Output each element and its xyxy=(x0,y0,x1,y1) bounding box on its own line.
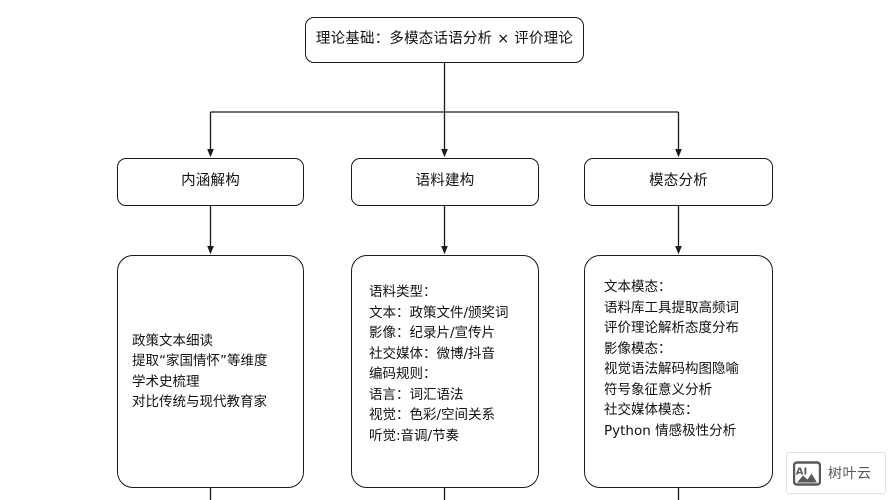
ai-image-icon: AI xyxy=(792,460,822,486)
detail-line: 影像：纪录片/宣传片 xyxy=(369,325,496,341)
node-branch-1-label: 内涵解构 xyxy=(181,173,240,190)
node-root[interactable]: 理论基础：多模态话语分析 × 评价理论 xyxy=(305,17,584,63)
node-detail-2[interactable]: 语料类型： 文本：政策文件/颁奖词 影像：纪录片/宣传片 社交媒体：微博/抖音 … xyxy=(351,255,539,488)
detail-line: 语言：词汇语法 xyxy=(369,386,464,403)
detail-line: 编码规则： xyxy=(369,366,437,382)
detail-1-lines: 政策文本细读 提取“家国情怀”等维度 学术史梳理 对比传统与现代教育家 xyxy=(118,331,303,413)
detail-line: Python 情感极性分析 xyxy=(604,422,737,439)
node-branch-1[interactable]: 内涵解构 xyxy=(117,158,304,206)
detail-line: 听觉:音调/节奏 xyxy=(369,427,460,444)
detail-line: 符号象征意义分析 xyxy=(604,381,712,398)
node-root-label: 理论基础：多模态话语分析 × 评价理论 xyxy=(315,31,574,48)
detail-2-lines: 语料类型： 文本：政策文件/颁奖词 影像：纪录片/宣传片 社交媒体：微博/抖音 … xyxy=(352,282,538,446)
node-detail-1[interactable]: 政策文本细读 提取“家国情怀”等维度 学术史梳理 对比传统与现代教育家 xyxy=(117,255,304,488)
detail-line: 社交媒体：微博/抖音 xyxy=(369,345,496,362)
detail-line: 视觉语法解码构图隐喻 xyxy=(604,361,739,377)
node-detail-3[interactable]: 文本模态： 语料库工具提取高频词 评价理论解析态度分布 影像模态： 视觉语法解码… xyxy=(584,255,773,488)
node-branch-2[interactable]: 语料建构 xyxy=(351,158,539,206)
watermark-label: 树叶云 xyxy=(828,466,872,482)
detail-line: 视觉：色彩/空间关系 xyxy=(369,407,496,423)
detail-line: 影像模态： xyxy=(604,340,672,357)
detail-line: 对比传统与现代教育家 xyxy=(132,394,267,410)
detail-line: 学术史梳理 xyxy=(132,373,200,390)
detail-line: 文本模态： xyxy=(604,279,672,295)
node-branch-2-label: 语料建构 xyxy=(415,173,475,190)
detail-line: 评价理论解析态度分布 xyxy=(604,320,739,336)
detail-3-lines: 文本模态： 语料库工具提取高频词 评价理论解析态度分布 影像模态： 视觉语法解码… xyxy=(585,277,772,441)
node-branch-3-label: 模态分析 xyxy=(649,173,708,190)
node-branch-3[interactable]: 模态分析 xyxy=(584,158,773,206)
detail-line: 文本：政策文件/颁奖词 xyxy=(369,304,509,321)
detail-line: 语料类型： xyxy=(369,284,437,300)
watermark: AI 树叶云 xyxy=(786,452,886,494)
ai-icon-text: AI xyxy=(796,466,807,477)
detail-line: 政策文本细读 xyxy=(132,332,213,349)
detail-line: 语料库工具提取高频词 xyxy=(604,299,739,316)
detail-line: 社交媒体模态： xyxy=(604,402,699,418)
detail-line: 提取“家国情怀”等维度 xyxy=(132,353,268,369)
